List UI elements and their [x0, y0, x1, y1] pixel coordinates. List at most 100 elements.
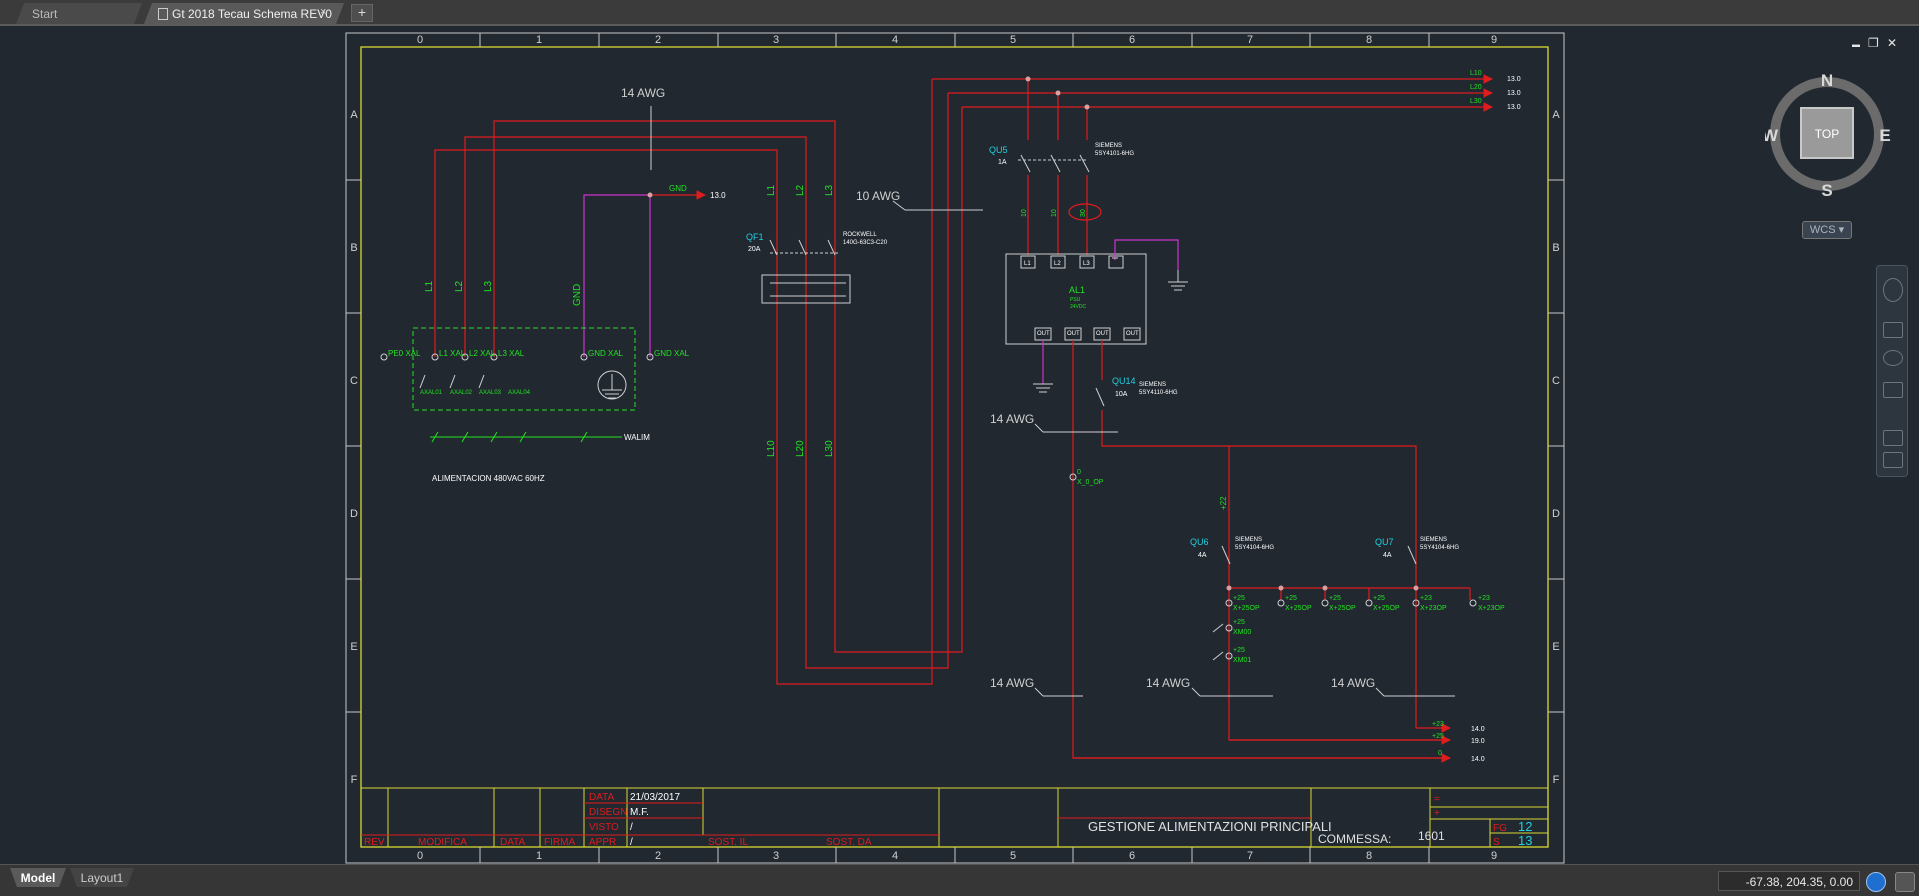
tb-data-col: DATA — [500, 837, 526, 848]
tb-plus: + — [1434, 808, 1440, 819]
wcs-label: WCS — [1809, 224, 1836, 236]
row-label: E — [1552, 641, 1559, 653]
tb-disegn-value: M.F. — [630, 807, 649, 818]
col-label: 3 — [773, 34, 779, 46]
col-label: 8 — [1366, 34, 1372, 46]
restore-icon[interactable]: ❐ — [1868, 36, 1879, 50]
terminal-small: AXAL02 — [450, 390, 473, 396]
qu14-model: 5SY4110-6HG — [1139, 390, 1178, 396]
dist-terminal-label: X+25OP — [1329, 605, 1356, 612]
tb-data-value: 21/03/2017 — [630, 792, 680, 803]
phase-label: L3 — [824, 184, 835, 196]
orbit-icon[interactable] — [1883, 382, 1903, 398]
ground-wire — [583, 194, 651, 357]
terminal-label: PE0 XAL — [388, 349, 421, 358]
qu7-breaker — [1407, 545, 1417, 565]
row-label: C — [350, 375, 358, 387]
tab-drawing[interactable]: Gt 2018 Tecau Schema REV0 — [144, 3, 344, 24]
outgoing-ref: 13.0 — [1507, 104, 1521, 111]
file-icon — [158, 8, 168, 20]
tb-disegn-label: DISEGN — [589, 807, 627, 818]
qf1-breaker — [761, 239, 851, 304]
row-label: B — [350, 242, 357, 254]
gnd-vertical: GND — [572, 284, 583, 306]
compass-east[interactable]: E — [1879, 126, 1890, 145]
pan-icon[interactable] — [1883, 322, 1903, 338]
compass-ring[interactable] — [1770, 77, 1884, 191]
phase-label: L1 — [766, 184, 777, 196]
bottom-out-label: +25 — [1432, 733, 1444, 740]
viewcube-top-face[interactable] — [1800, 107, 1854, 159]
dist-terminal-label: X+25OP — [1373, 605, 1400, 612]
phase-label: L2 — [454, 280, 465, 292]
al1-sub: 24VDC — [1070, 304, 1087, 310]
customize-icon[interactable] — [1895, 872, 1915, 892]
supply-note: ALIMENTACION 480VAC 60HZ — [432, 474, 545, 483]
navigation-bar — [1876, 265, 1908, 477]
phase-label: L2 — [795, 184, 806, 196]
col-label: 2 — [655, 850, 661, 862]
minimize-icon[interactable]: ▬ — [1852, 40, 1860, 49]
close-icon[interactable]: ✕ — [1887, 36, 1898, 50]
new-tab-button[interactable]: + — [351, 4, 373, 22]
layout1-tab[interactable]: Layout1 — [70, 868, 134, 887]
qu5-wire: 30 — [1080, 209, 1087, 217]
wire-size-label: 14 AWG — [1331, 676, 1375, 690]
tab-start[interactable]: Start — [16, 3, 142, 24]
viewcube-face-label: TOP — [1815, 127, 1839, 141]
outgoing-label: L30 — [1470, 98, 1482, 105]
model-tab-label: Model — [20, 870, 56, 885]
col-label: 2 — [655, 34, 661, 46]
model-tab[interactable]: Model — [10, 868, 66, 887]
compass-north[interactable]: N — [1821, 71, 1833, 90]
tb-rev: REV — [364, 837, 385, 848]
row-label: C — [1552, 375, 1560, 387]
terminal-small: AXAL01 — [420, 390, 443, 396]
compass-south[interactable]: S — [1821, 181, 1832, 200]
tb-s-label: S — [1493, 837, 1500, 848]
qu7-model: 5SY4104-6HG — [1420, 545, 1459, 551]
dist-terminal-label: X+23OP — [1478, 605, 1505, 612]
wire-size-label: 14 AWG — [1146, 676, 1190, 690]
col-label: 6 — [1129, 34, 1135, 46]
col-label: 5 — [1010, 34, 1016, 46]
col-label: 8 — [1366, 850, 1372, 862]
col-label: 4 — [892, 850, 898, 862]
qf1-brand: ROCKWELL — [843, 232, 877, 238]
steering-wheel-icon[interactable] — [1883, 278, 1903, 302]
col-label: 3 — [773, 850, 779, 862]
output-label: L30 — [824, 440, 835, 457]
tb-modifica: MODIFICA — [418, 837, 467, 848]
terminal-label: GND XAL — [588, 349, 624, 358]
row-label: A — [1552, 109, 1560, 121]
viewcube[interactable]: TOP N S E W — [1765, 68, 1895, 208]
tb-fg-label: FG — [1493, 823, 1507, 834]
al1-input: L3 — [1083, 261, 1090, 267]
qu5-rating: 1A — [998, 159, 1007, 166]
col-label: 9 — [1491, 34, 1497, 46]
ground-symbol — [1033, 383, 1053, 393]
outgoing-ref: 13.0 — [1507, 90, 1521, 97]
qu7-brand: SIEMENS — [1420, 537, 1447, 543]
row-label: A — [350, 109, 358, 121]
qu14-breaker — [1095, 387, 1105, 407]
tb-fg-value: 12 — [1518, 819, 1532, 834]
drawing-canvas[interactable]: 0 1 2 3 4 5 6 7 8 9 0 1 2 3 4 5 6 7 8 9 … — [0, 26, 1919, 864]
qu5-wire: 10 — [1051, 209, 1058, 217]
showmotion-icon[interactable] — [1883, 430, 1903, 446]
model-space-icon[interactable] — [1866, 872, 1886, 892]
zoom-icon[interactable] — [1883, 350, 1903, 366]
supply-wires — [434, 79, 963, 685]
coordinate-readout[interactable]: -67.38, 204.35, 0.00 — [1718, 871, 1860, 891]
record-icon[interactable] — [1883, 452, 1903, 468]
al1-output: OUT — [1037, 331, 1050, 337]
row-label: D — [1552, 508, 1560, 520]
compass-west[interactable]: W — [1765, 126, 1779, 145]
sheet-border-inner — [360, 46, 1549, 848]
xm-num: +25 — [1233, 619, 1245, 626]
output-label: L10 — [766, 440, 777, 457]
qf1-tag: QF1 — [746, 232, 764, 242]
close-tab-icon[interactable]: × — [320, 6, 327, 18]
wcs-menu-button[interactable]: WCS ▾ — [1802, 221, 1852, 239]
dist-terminal-num: +25 — [1233, 595, 1245, 602]
